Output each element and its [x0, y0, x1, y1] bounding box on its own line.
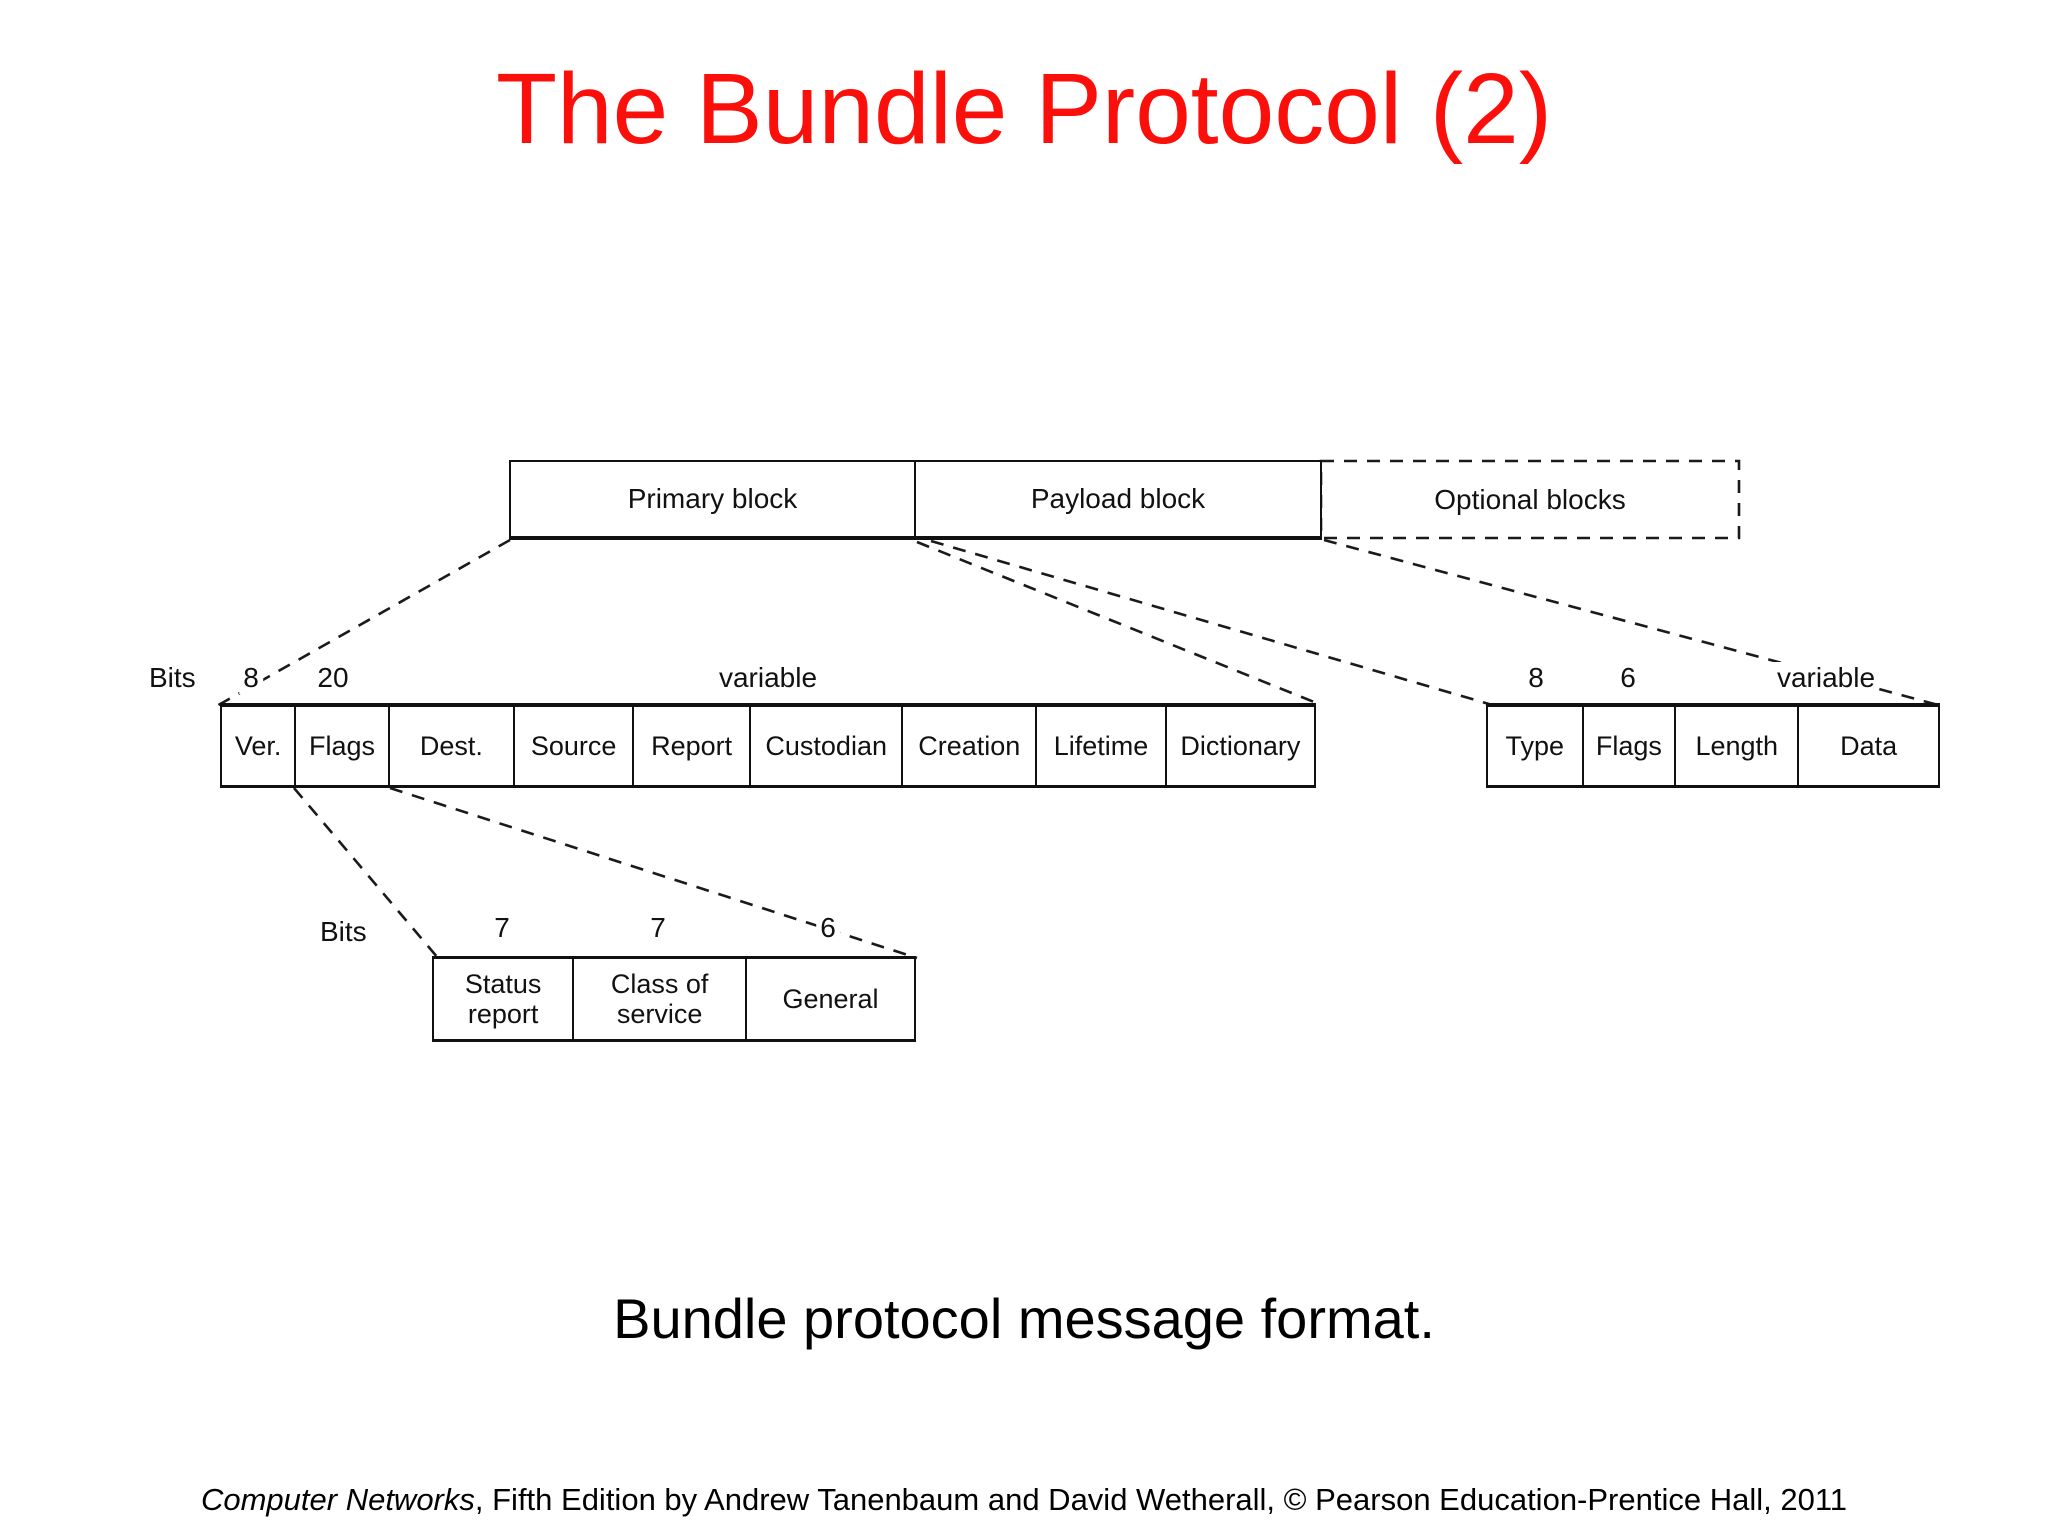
width-label-flags-6: 6 [1616, 662, 1640, 694]
field-lifetime: Lifetime [1035, 707, 1164, 785]
field-ver: Ver. [234, 730, 282, 761]
field-status-report: Status report [464, 968, 542, 1029]
field-creation: Creation [901, 707, 1035, 785]
bits-label-primary: Bits [145, 662, 200, 694]
figure-caption: Bundle protocol message format. [613, 1287, 1435, 1350]
field-flags: Flags [294, 707, 387, 785]
width-label-general-6: 6 [816, 912, 840, 944]
width-label-ver-8: 8 [239, 662, 263, 694]
width-label-class-7: 7 [646, 912, 670, 944]
footer-credit-text: , Fifth Edition by Andrew Tanenbaum and … [474, 1482, 1848, 1517]
primary-block-label: Primary block [627, 483, 798, 514]
optional-blocks: Optional blocks [1321, 460, 1739, 540]
field-report: Report [632, 707, 749, 785]
optional-block-fields: Type Flags Length Data [1486, 703, 1940, 788]
field-length: Length [1674, 707, 1797, 785]
width-label-variable-right: variable [1772, 662, 1880, 694]
bits-label-flags: Bits [316, 916, 371, 948]
footer-book-title: Computer Networks [200, 1482, 475, 1517]
field-custodian: Custodian [749, 707, 901, 785]
field-class-of-service: Class of service [572, 959, 745, 1039]
field-dest: Dest. [387, 707, 514, 785]
field-general: General [745, 959, 914, 1039]
payload-block-label: Payload block [1030, 483, 1206, 514]
primary-block: Primary block [509, 460, 916, 540]
width-label-status-7: 7 [490, 912, 514, 944]
primary-block-fields: Ver. Flags Dest. Source Report Custodian… [220, 703, 1316, 788]
slide-footer: Computer Networks, Fifth Edition by Andr… [0, 1482, 2048, 1518]
slide-title: The Bundle Protocol (2) [495, 53, 1553, 165]
payload-block: Payload block [916, 460, 1322, 540]
width-label-variable-left: variable [714, 662, 822, 694]
flags-fields: Status report Class of service General [432, 956, 916, 1042]
field-data: Data [1797, 707, 1938, 785]
width-label-type-8: 8 [1524, 662, 1548, 694]
field-type: Type [1505, 730, 1565, 761]
width-label-flags-20: 20 [313, 662, 353, 694]
field-flags2: Flags [1581, 707, 1675, 785]
optional-blocks-label: Optional blocks [1434, 484, 1626, 515]
field-source: Source [513, 707, 632, 785]
field-dictionary: Dictionary [1164, 707, 1314, 785]
